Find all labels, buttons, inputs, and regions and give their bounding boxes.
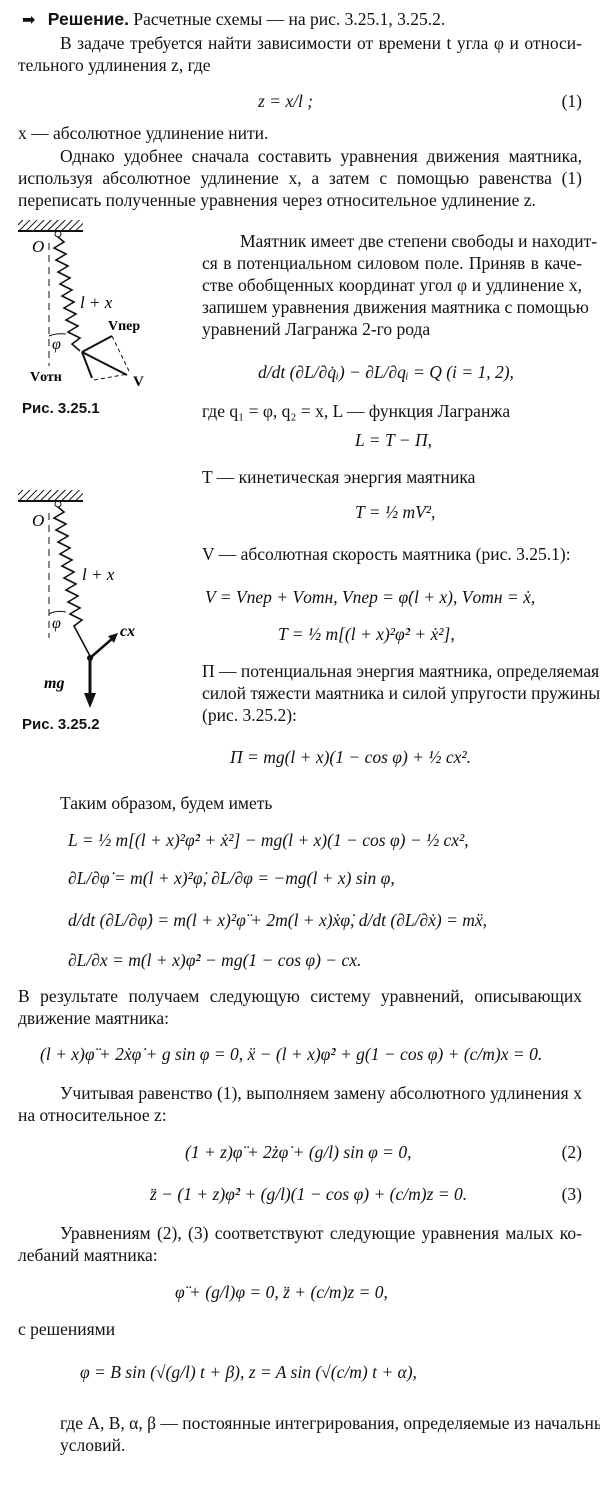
body-text: Π — потенциальная энергия маятника, опре…	[202, 661, 600, 681]
body-text: V — абсолютная скорость маятника (рис. 3…	[202, 544, 571, 564]
equation-number: (1)	[561, 91, 582, 111]
body-text: Учитывая равенство (1), выполняем замену…	[60, 1083, 582, 1103]
body-text: силой тяжести маятника и силой упругости…	[202, 683, 600, 703]
equation-derivatives-2: d/dt (∂L/∂φ̇) = m(l + x)²φ̈ + 2m(l + x)ẋ…	[68, 910, 488, 930]
label-length: l + x	[80, 293, 113, 312]
body-text: ся в потенциальном силовом поле. Приняв …	[202, 253, 582, 273]
label-mg: mg	[44, 675, 64, 692]
body-text: уравнений Лагранжа 2-го рода	[202, 319, 431, 339]
body-text: (рис. 3.25.2):	[202, 705, 297, 725]
equation-kinetic-expanded: T = ½ m[(l + x)²φ̇² + ẋ²],	[278, 624, 455, 644]
equation-number: (2)	[561, 1142, 582, 1162]
body-text: где A, B, α, β — постоянные интегрирован…	[60, 1413, 600, 1433]
body-text: запишем уравнения движения маятника с по…	[202, 297, 589, 317]
equation-derivatives-1: ∂L/∂φ̇ = m(l + x)²φ̇, ∂L/∂φ = −mg(l + x)…	[68, 868, 395, 888]
body-text: Таким образом, будем иметь	[60, 793, 273, 813]
body-text: с решениями	[18, 1319, 116, 1339]
solution-heading: Решение.	[47, 9, 129, 29]
equation-3: z̈ − (1 + z)φ̇² + (g/l)(1 − cos φ) + (c/…	[150, 1184, 468, 1204]
intro-text: Расчетные схемы — на рис. 3.25.1, 3.25.2…	[133, 9, 446, 29]
figure-3-25-2: O l + x φ cx mg	[18, 490, 135, 708]
equation-number: (3)	[561, 1184, 582, 1204]
body-text: Уравнениям (2), (3) соответствуют следую…	[60, 1223, 582, 1243]
label-length: l + x	[82, 565, 115, 584]
label-v-per: Vпер	[108, 319, 140, 334]
label-v-otn: Vотн	[30, 370, 62, 385]
body-text: В результате получаем следующую систему …	[18, 986, 582, 1006]
label-v: V	[133, 374, 144, 390]
solution-heading-line: ➡ Решение. Расчетные схемы — на рис. 3.2…	[22, 8, 582, 31]
label-phi: φ	[52, 336, 61, 353]
equation-lagrangian: L = T − Π,	[355, 430, 432, 450]
equation-small-oscillations: φ̈ + (g/l)φ = 0, z̈ + (c/m)z = 0,	[175, 1282, 388, 1302]
label-cx: cx	[120, 623, 135, 640]
body-text: Маятник имеет две степени свободы и нахо…	[240, 231, 598, 251]
label-o: O	[32, 511, 44, 530]
body-text: T — кинетическая энергия маятника	[202, 467, 476, 487]
figure-3-25-1: O l + x φ Vпер Vотн V	[18, 220, 144, 390]
intro-text: переписать полученные уравнения через от…	[18, 190, 536, 210]
equation-2: (1 + z)φ̈ + 2żφ̇ + (g/l) sin φ = 0,	[185, 1142, 412, 1162]
figure-caption: Рис. 3.25.1	[22, 400, 100, 417]
body-text: условий.	[60, 1435, 126, 1455]
intro-text: x — абсолютное удлинение нити.	[18, 123, 269, 143]
intro-text: Однако удобнее сначала составить уравнен…	[60, 146, 582, 166]
body-text: лебаний маятника:	[18, 1245, 158, 1265]
intro-text: В задаче требуется найти зависимости от …	[60, 33, 582, 53]
figure-caption: Рис. 3.25.2	[22, 716, 100, 733]
intro-text: используя абсолютное удлинение x, а зате…	[18, 168, 582, 188]
equation-derivatives-3: ∂L/∂x = m(l + x)φ̇² − mg(1 − cos φ) − cx…	[68, 950, 362, 970]
equation-lagrangian-full: L = ½ m[(l + x)²φ̇² + ẋ²] − mg(l + x)(1 …	[68, 830, 469, 850]
body-text: движение маятника:	[18, 1008, 170, 1028]
label-phi: φ	[52, 615, 61, 632]
label-o: O	[32, 237, 44, 256]
intro-text: тельного удлинения z, где	[18, 55, 211, 75]
arrow-right-icon: ➡	[22, 10, 36, 29]
lagrange-equation: d/dt (∂L/∂q̇ᵢ) − ∂L/∂qᵢ = Q (i = 1, 2),	[258, 362, 514, 382]
equation-kinetic: T = ½ mV²,	[355, 502, 436, 522]
equation-velocity: V = Vпер + Vотн, Vпер = φ̇(l + x), Vотн …	[205, 587, 536, 607]
body-text: где q₁ = φ, q₂ = x, L — функция Лагранжа	[202, 401, 511, 421]
body-text: стве обобщенных координат угол φ и удлин…	[202, 275, 582, 295]
equation-1: z = x/l ;	[258, 91, 314, 111]
equation-system: (l + x)φ̈ + 2ẋφ̇ + g sin φ = 0, ẍ − (l +…	[40, 1044, 543, 1064]
body-text: на относительное z:	[18, 1105, 167, 1125]
equation-potential: Π = mg(l + x)(1 − cos φ) + ½ cx².	[230, 747, 471, 767]
equation-solutions: φ = B sin (√(g/l) t + β), z = A sin (√(c…	[80, 1362, 417, 1382]
